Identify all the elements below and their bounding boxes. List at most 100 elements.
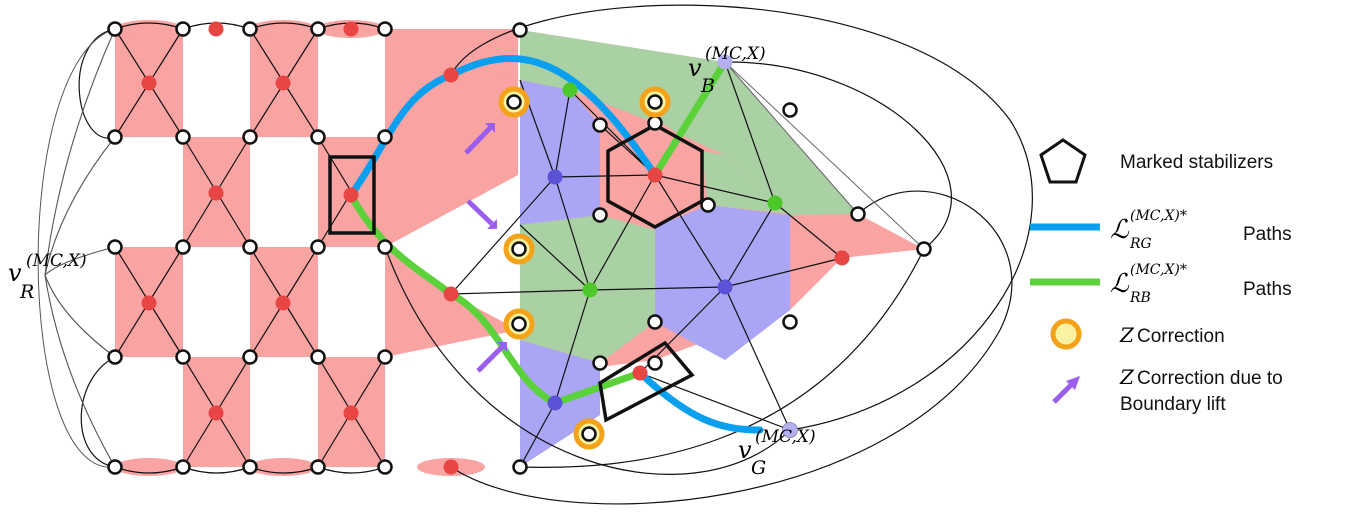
cell-edge xyxy=(182,411,218,468)
cell-edge xyxy=(215,136,251,193)
vertex-label-vG: v G (MC,X) xyxy=(738,427,816,479)
svg-text:Z: Z xyxy=(1119,323,1135,347)
qubit-node xyxy=(175,21,191,37)
svg-text:ℒ: ℒ xyxy=(1110,215,1130,245)
lift-arrow-shaft xyxy=(464,126,492,155)
triangle-edge xyxy=(654,174,726,288)
vB-edge xyxy=(724,61,859,215)
red-check-node xyxy=(647,167,663,183)
vR-edge xyxy=(44,136,116,276)
blue-check-node xyxy=(547,169,563,185)
lift-arrow-shaft xyxy=(466,199,494,226)
cell-edge xyxy=(317,411,353,468)
triangle-edge xyxy=(554,289,591,404)
qubit-node xyxy=(377,239,393,255)
triangle-edge xyxy=(450,289,591,295)
lattice-edges xyxy=(37,4,1033,505)
svg-text:RB: RB xyxy=(1129,290,1151,306)
vB-edge xyxy=(724,61,925,250)
red-check-node xyxy=(343,405,359,421)
qubit-node xyxy=(242,349,258,365)
svg-text:G: G xyxy=(751,457,766,479)
svg-text:Paths: Paths xyxy=(1243,279,1292,300)
triangle-edge xyxy=(589,286,726,291)
red-check-node xyxy=(443,286,459,302)
qubit-node xyxy=(700,197,716,213)
svg-text:R: R xyxy=(19,281,34,303)
qubit-node xyxy=(107,129,123,145)
cell-edge xyxy=(114,82,150,138)
cell-edge xyxy=(148,246,184,303)
cell-edge xyxy=(148,28,184,84)
red-check-node xyxy=(443,67,459,83)
triangle-edge xyxy=(639,372,791,431)
lift-arrow-shaft xyxy=(476,345,504,373)
cell-edge xyxy=(350,411,386,468)
cell-edge xyxy=(148,82,184,138)
cell-edge xyxy=(249,82,285,138)
qubit-node xyxy=(107,349,123,365)
vR-edge xyxy=(44,274,116,358)
triangle-edge xyxy=(554,174,656,178)
qubit-node xyxy=(512,22,528,38)
green-check-node xyxy=(767,195,783,211)
qubit-node xyxy=(592,355,608,371)
qubit-node xyxy=(107,21,123,37)
outer-edge xyxy=(37,28,116,468)
qubit-node xyxy=(242,129,258,145)
boundary-edge xyxy=(78,28,116,139)
svg-text:ℒ: ℒ xyxy=(1110,269,1130,299)
svg-text:(MC,X): (MC,X) xyxy=(705,44,766,64)
z-corrections xyxy=(498,86,671,450)
vR-edge xyxy=(44,28,116,276)
cell-edge xyxy=(283,301,319,358)
svg-text:(MC,X): (MC,X) xyxy=(755,427,816,447)
qubit-node xyxy=(377,129,393,145)
corrected-qubit xyxy=(581,426,597,442)
cell-edge xyxy=(249,301,285,358)
red-check-node xyxy=(443,459,459,475)
triangle-edge xyxy=(519,402,556,468)
z-correction-icon xyxy=(1050,318,1082,350)
triangle-edge xyxy=(724,257,843,288)
cell-edge xyxy=(350,356,386,413)
marked-boundary-stabilizer xyxy=(598,340,695,423)
red-check-node xyxy=(208,21,224,37)
corrected-qubit xyxy=(506,94,522,110)
qubit-node xyxy=(782,102,798,118)
cell-edge xyxy=(215,411,251,468)
cell-edge xyxy=(249,246,285,303)
legend: Marked stabilizers ℒ RG (MC,X)* Paths ℒ … xyxy=(1030,138,1292,415)
cell-edge xyxy=(182,136,218,193)
triangle-edge xyxy=(450,176,556,295)
lift-arrow-head xyxy=(497,342,507,352)
cell-edge xyxy=(283,246,319,303)
vertex-label-vB: v B (MC,X) xyxy=(688,44,766,97)
cell-edge xyxy=(182,191,218,248)
qubit-node xyxy=(175,349,191,365)
red-check-node xyxy=(141,295,157,311)
qubit-node xyxy=(310,21,326,37)
legend-rg-label: ℒ RG (MC,X)* Paths xyxy=(1110,208,1292,252)
svg-text:(MC,X): (MC,X) xyxy=(26,251,87,271)
qubit-node xyxy=(242,239,258,255)
cell-edge xyxy=(283,82,319,138)
green-face xyxy=(702,151,790,215)
qubit-node xyxy=(850,206,866,222)
red-check-node xyxy=(208,405,224,421)
qubit-node xyxy=(377,349,393,365)
corrected-qubit xyxy=(511,241,527,257)
svg-text:v: v xyxy=(8,259,22,287)
lattice-nodes xyxy=(107,21,932,475)
boundary-lift-arrows xyxy=(464,122,507,373)
svg-text:Correction due to: Correction due to xyxy=(1137,368,1283,389)
triangle-edge xyxy=(589,174,656,291)
pentagon-icon xyxy=(1039,138,1087,184)
red-wedge-face xyxy=(385,75,518,247)
cell-edge xyxy=(114,301,150,358)
cell-edge xyxy=(283,28,319,84)
cell-edge xyxy=(249,28,285,84)
lift-arrow-icon xyxy=(1052,376,1080,404)
qubit-node xyxy=(647,115,663,131)
